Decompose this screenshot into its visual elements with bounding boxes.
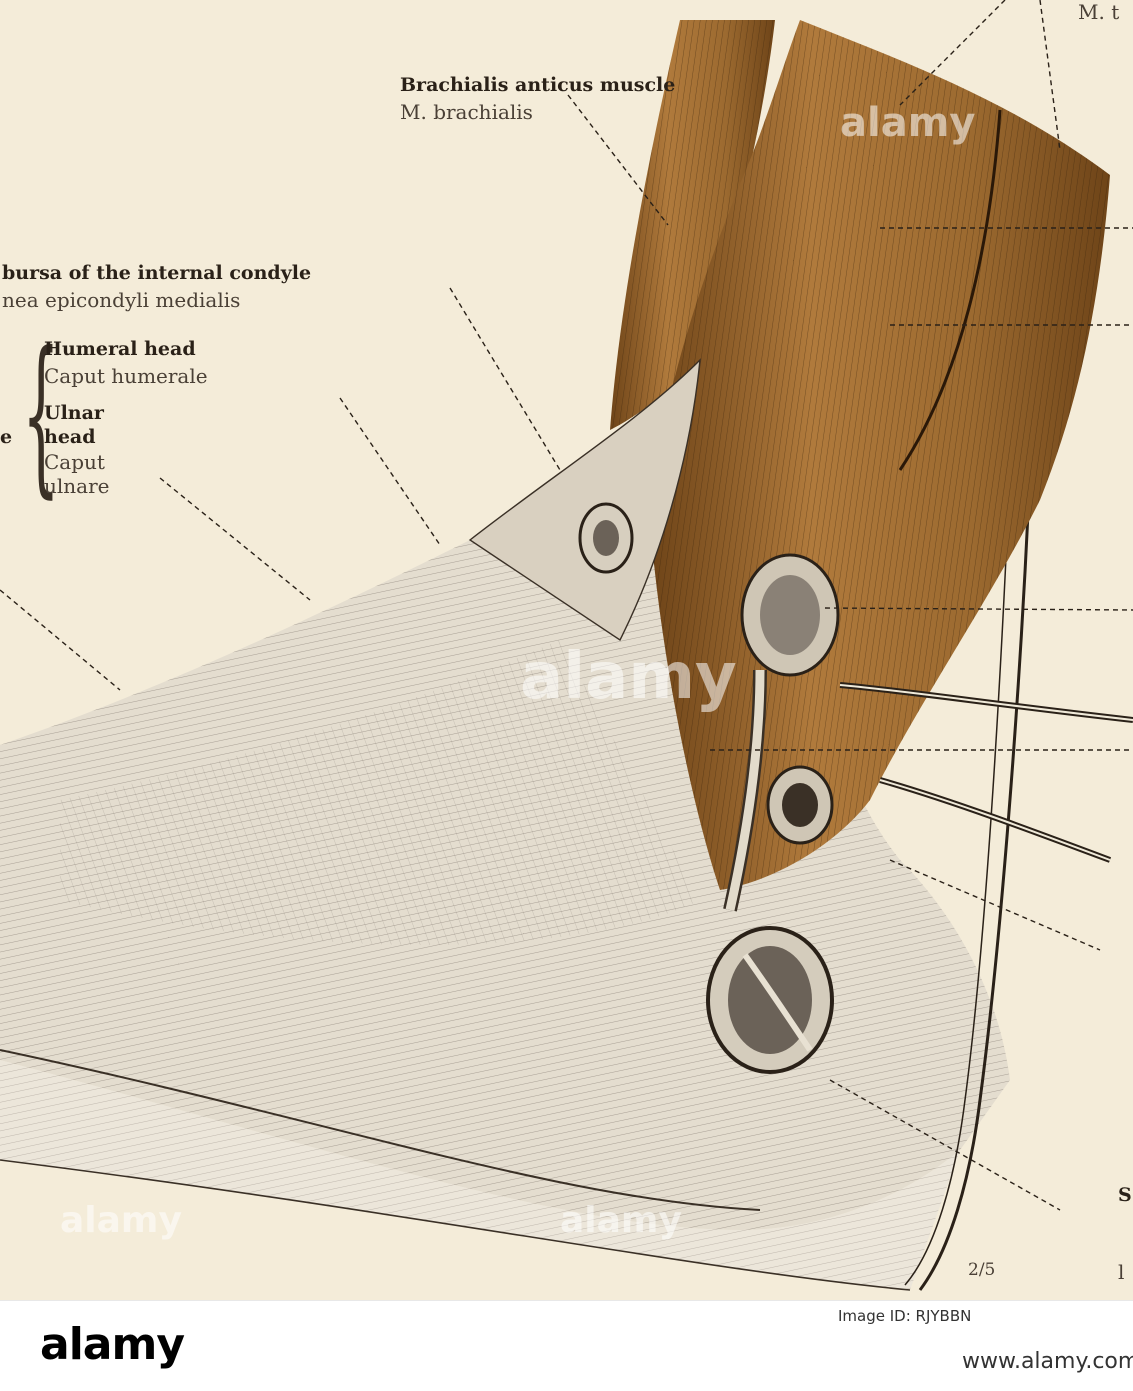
right-fragment-s: S: [1118, 1184, 1132, 1206]
bursa-label: bursa of the internal condyle: [2, 262, 312, 284]
brachialis-muscle: [610, 20, 775, 430]
site-url-link[interactable]: www.alamy.com: [962, 1349, 1133, 1374]
elbow-dissection-drawing: [0, 0, 1133, 1291]
ulnar-head-latin-label-2: ulnare: [44, 474, 110, 498]
upper-opening: [740, 553, 1133, 723]
humeral-head-latin-label: Caput humerale: [44, 364, 208, 388]
brachialis-latin-label: M. brachialis: [400, 100, 533, 124]
ulnar-head-latin-label-1: Caput: [44, 450, 105, 474]
watermark-bottom-center: alamy: [560, 1200, 682, 1241]
middle-opening: [766, 765, 1112, 863]
scale-mark: 2/5: [968, 1260, 996, 1280]
bursa-opening: [578, 502, 634, 574]
lower-opening: [706, 926, 834, 1074]
left-fragment-label: e: [0, 426, 13, 448]
head-brace: {: [22, 316, 60, 514]
watermark-bottom-left: alamy: [60, 1200, 182, 1241]
tendon-band: [468, 358, 701, 642]
top-right-fragment-label: M. t: [1078, 0, 1120, 24]
leader-lines: [0, 0, 1133, 1211]
ulna-outline: [918, 469, 1032, 1291]
stock-footer: alamy Image ID: RJYBBN www.alamy.com: [0, 1300, 1133, 1391]
bursa-latin-label: nea epicondyli medialis: [2, 288, 241, 312]
humeral-head-label: Humeral head: [44, 338, 196, 360]
right-fragment-l: l: [1118, 1260, 1125, 1284]
brachialis-label: Brachialis anticus muscle: [400, 74, 676, 96]
anatomical-plate: Brachialis anticus muscle M. brachialis …: [0, 0, 1133, 1300]
ulnar-head-label-2: head: [44, 426, 96, 448]
watermark-top-right: alamy: [840, 100, 976, 146]
watermark-center: alamy: [520, 640, 737, 714]
image-id-label: Image ID: RJYBBN: [838, 1307, 972, 1325]
ulna-inner-outline: [904, 469, 1011, 1286]
ulnar-head-label-1: Ulnar: [44, 402, 104, 424]
alamy-logo[interactable]: alamy: [40, 1319, 185, 1370]
